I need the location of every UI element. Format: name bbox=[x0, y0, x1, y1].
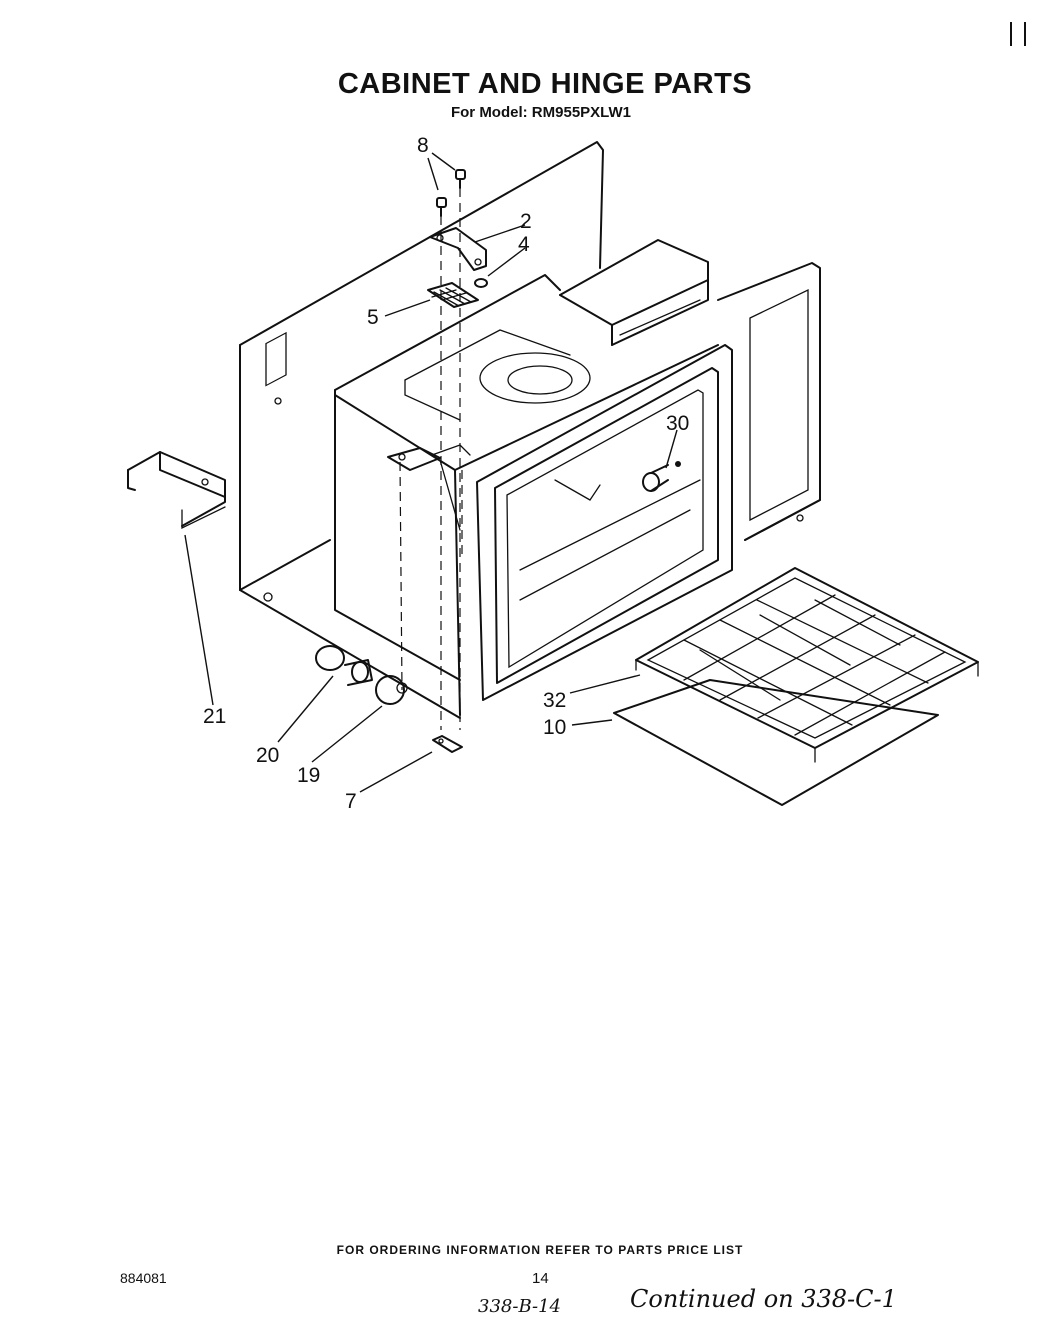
callout-10: 10 bbox=[543, 716, 566, 739]
oven-rack bbox=[635, 567, 979, 763]
handwritten-continued-note: Continued on 338-C-1 bbox=[630, 1285, 897, 1313]
magnetron-housing bbox=[559, 239, 709, 346]
mesh-part-5 bbox=[427, 282, 479, 308]
callout-32: 32 bbox=[543, 689, 566, 712]
screws bbox=[436, 169, 466, 217]
callout-20: 20 bbox=[256, 744, 279, 767]
callout-labels: 8 2 4 5 30 21 20 19 7 32 10 bbox=[203, 134, 689, 813]
handwritten-reference: 338-B-14 bbox=[478, 1296, 561, 1317]
alignment-lines bbox=[399, 188, 463, 730]
washer-part-4 bbox=[474, 278, 488, 288]
light-socket bbox=[642, 461, 681, 492]
front-frame bbox=[476, 344, 733, 701]
leader-lines bbox=[184, 152, 678, 793]
bottom-tray bbox=[613, 679, 939, 806]
callout-21: 21 bbox=[203, 705, 226, 728]
right-side-panel bbox=[717, 262, 821, 541]
page-number: 14 bbox=[532, 1270, 549, 1287]
callout-2: 2 bbox=[520, 210, 532, 233]
callout-19: 19 bbox=[297, 764, 320, 787]
bracket-part-21 bbox=[127, 451, 226, 530]
cabinet-wrapper bbox=[239, 141, 604, 719]
page-title: CABINET AND HINGE PARTS bbox=[337, 68, 753, 100]
margin-mark bbox=[1010, 22, 1026, 46]
hinge-plate bbox=[387, 444, 471, 531]
callout-30: 30 bbox=[666, 412, 689, 435]
model-subtitle: For Model: RM955PXLW1 bbox=[450, 104, 632, 121]
callout-5: 5 bbox=[367, 306, 379, 329]
document-number: 884081 bbox=[120, 1270, 167, 1286]
hinge-pin-assembly bbox=[315, 645, 408, 705]
callout-8: 8 bbox=[417, 134, 429, 157]
hinge-bracket-top bbox=[429, 227, 487, 271]
ordering-note: FOR ORDERING INFORMATION REFER TO PARTS … bbox=[336, 1243, 744, 1257]
callout-4: 4 bbox=[518, 233, 530, 256]
plate-part-7 bbox=[432, 735, 463, 753]
callout-7: 7 bbox=[345, 790, 357, 813]
oven-cavity bbox=[334, 274, 719, 716]
